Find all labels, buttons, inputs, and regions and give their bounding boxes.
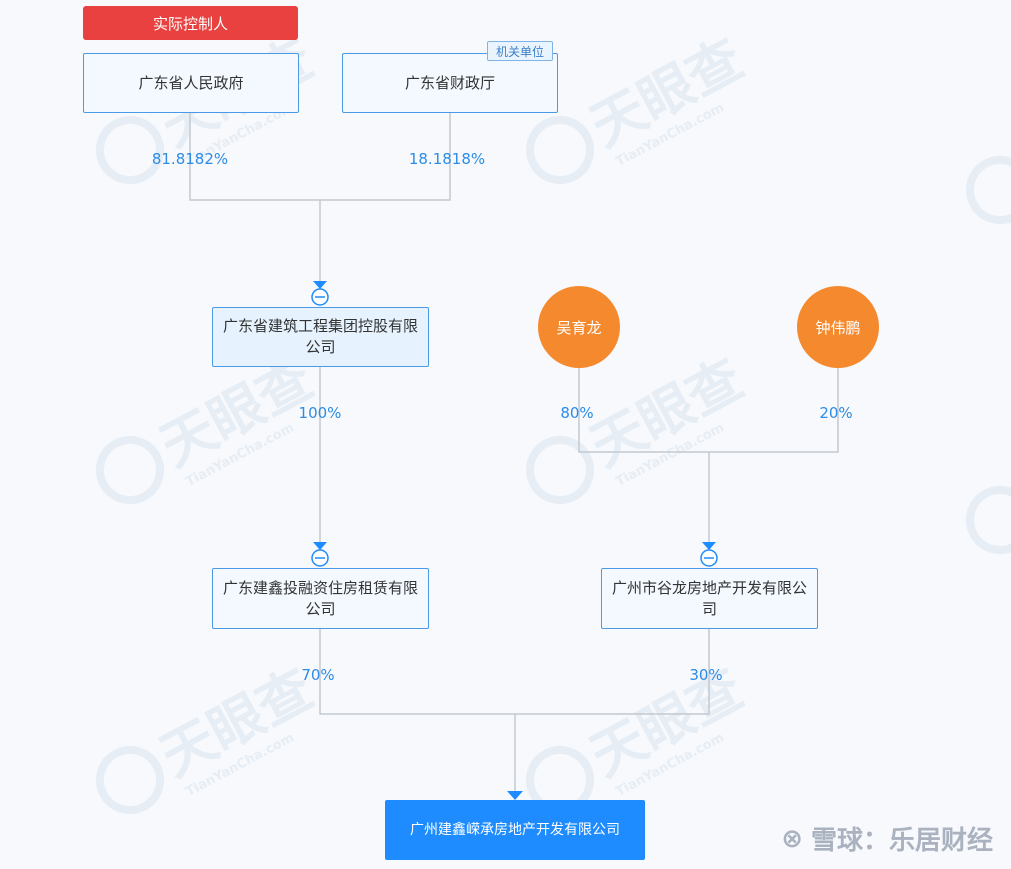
arrow-down-icon <box>702 542 716 550</box>
watermark <box>966 156 1011 224</box>
arrow-down-icon <box>313 281 327 289</box>
node-label: 广东省财政厅 <box>404 73 495 92</box>
node-label: 广州市谷龙房地产开发有限公司 <box>611 578 807 618</box>
gov-agency-tag: 机关单位 <box>487 41 553 61</box>
arrow-layer <box>313 281 716 800</box>
node-person-zhong-weipeng[interactable]: 钟伟鹏 <box>797 286 879 368</box>
arrow-down-icon <box>507 791 523 800</box>
node-target-company[interactable]: 广州建鑫嵘承房地产开发有限公司 <box>385 800 645 860</box>
edge-percent: 100% <box>298 404 342 422</box>
xueqiu-watermark: ⊗ 雪球：乐居财经 <box>781 820 993 857</box>
edge-percent: 70% <box>301 666 335 684</box>
edge-percent: 81.8182% <box>151 150 229 168</box>
person-name: 钟伟鹏 <box>815 318 861 337</box>
edge-percent: 80% <box>560 404 594 422</box>
node-gd-gov[interactable]: 广东省人民政府 <box>83 53 299 113</box>
node-gd-finance[interactable]: 广东省财政厅 <box>342 53 558 113</box>
edge-lines <box>189 112 839 792</box>
node-person-wu-yulong[interactable]: 吴育龙 <box>538 286 620 368</box>
node-label: 广东省人民政府 <box>138 73 244 92</box>
node-label: 广东省建筑工程集团控股有限公司 <box>222 317 418 356</box>
edge-percent: 30% <box>689 666 723 684</box>
watermark: 天眼查 TianYanCha.com <box>96 347 323 504</box>
node-label: 广东建鑫投融资住房租赁有限公司 <box>222 578 418 618</box>
collapse-toggle-gulong[interactable] <box>700 549 718 567</box>
arrow-down-icon <box>313 542 327 550</box>
person-name: 吴育龙 <box>556 318 602 337</box>
edge-percent: 20% <box>819 404 853 422</box>
watermark-source-text: 雪球：乐居财经 <box>810 826 993 856</box>
node-label: 广州建鑫嵘承房地产开发有限公司 <box>410 821 620 838</box>
node-gd-jianxin[interactable]: 广东建鑫投融资住房租赁有限公司 <box>212 568 429 629</box>
collapse-toggle-jianxin[interactable] <box>311 549 329 567</box>
edge-percent: 18.1818% <box>408 150 486 168</box>
node-gz-gulong[interactable]: 广州市谷龙房地产开发有限公司 <box>601 568 818 629</box>
xueqiu-logo-icon: ⊗ <box>781 823 803 854</box>
collapse-toggle-construction[interactable] <box>311 288 329 306</box>
node-gd-construction[interactable]: 广东省建筑工程集团控股有限公司 <box>212 307 429 367</box>
collapse-toggles <box>311 288 718 567</box>
actual-controller-badge: 实际控制人 <box>83 6 298 40</box>
watermark <box>966 486 1011 554</box>
watermark: 天眼查 TianYanCha.com <box>526 347 753 504</box>
